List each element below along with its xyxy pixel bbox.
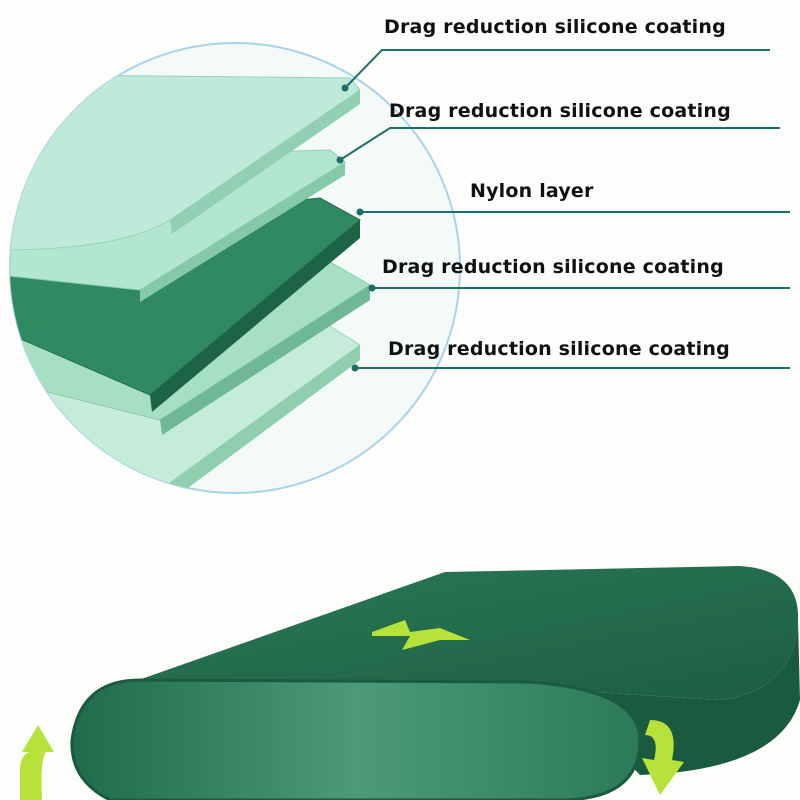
leader-dot-5 (351, 364, 359, 372)
label-upper-coating: Drag reduction silicone coating (389, 100, 731, 122)
belt-top-surface (130, 566, 799, 700)
leader-line-1 (344, 49, 770, 89)
belt-front-loop (70, 678, 642, 800)
leader-dot-3 (356, 208, 364, 216)
top-coating-layer (10, 74, 361, 251)
label-bottom-coating: Drag reduction silicone coating (388, 338, 730, 360)
leader-dot-2 (336, 156, 344, 164)
label-top-coating: Drag reduction silicone coating (384, 16, 726, 38)
conveyor-belt (20, 566, 800, 800)
leader-lines (339, 49, 790, 369)
label-nylon-layer: Nylon layer (470, 180, 594, 202)
label-lower-coating: Drag reduction silicone coating (382, 256, 724, 278)
leader-dot-1 (341, 84, 349, 92)
leader-line-2 (339, 127, 780, 161)
leader-dot-4 (368, 284, 376, 292)
direction-arrow-right-icon (372, 620, 470, 650)
rotate-arrow-left-icon (20, 725, 54, 800)
rotate-arrow-right-icon (642, 720, 684, 795)
